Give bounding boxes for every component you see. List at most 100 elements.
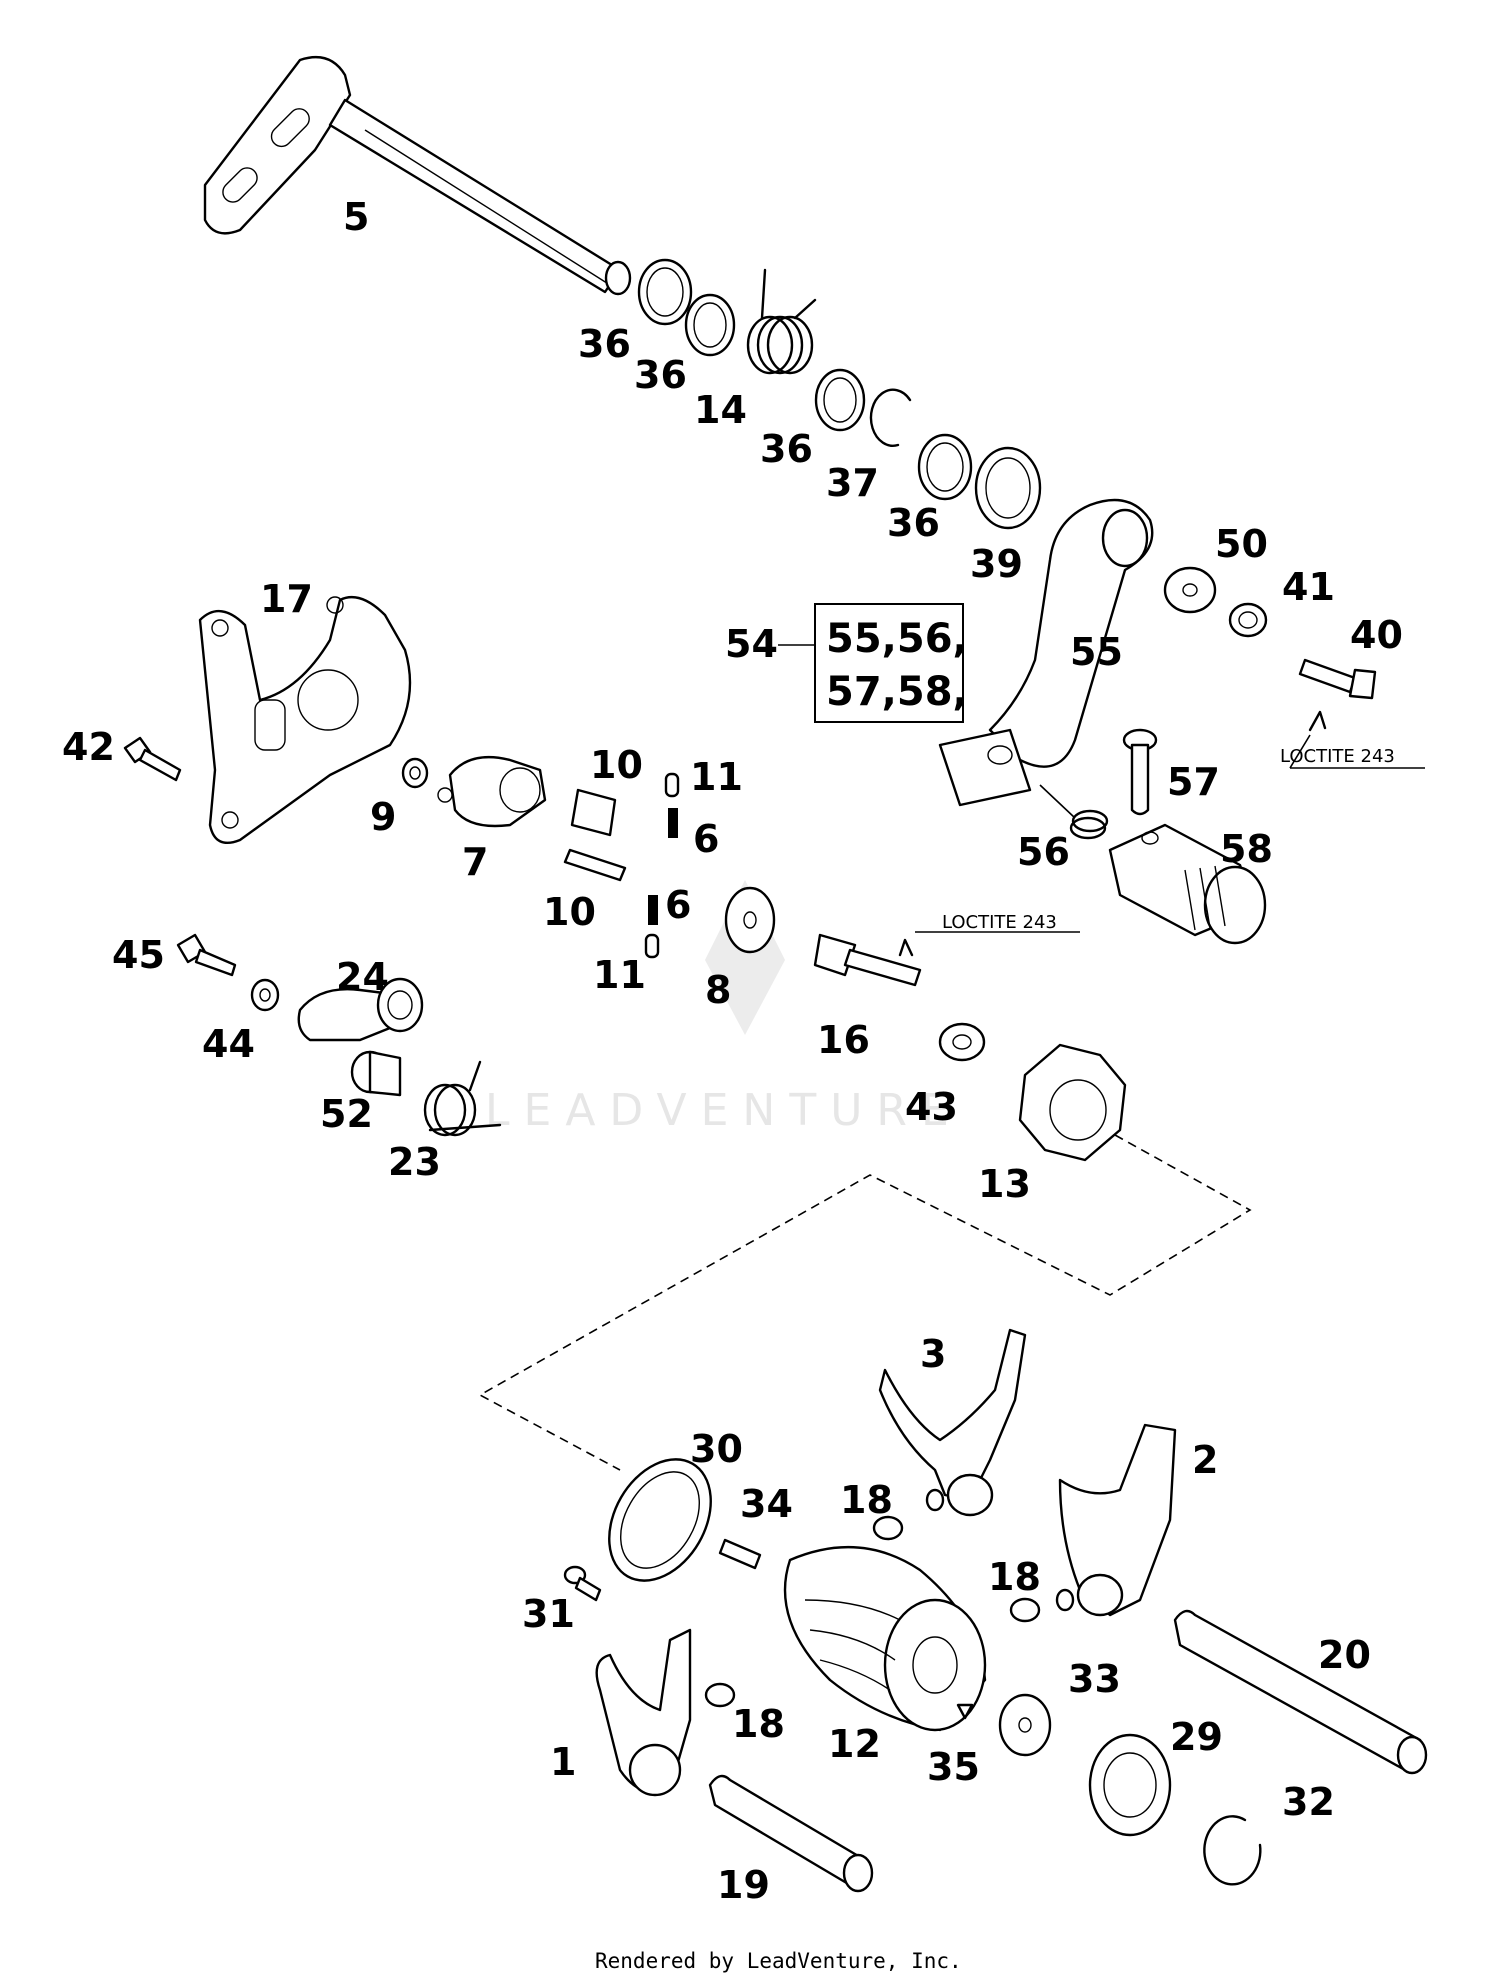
callout-29: 29 (1170, 1715, 1223, 1759)
callout-34: 34 (740, 1482, 793, 1526)
callout-17: 17 (260, 577, 313, 621)
bolt-part-42 (123, 736, 182, 782)
seal-part-39 (974, 446, 1042, 530)
callout-54: 54 (725, 622, 778, 666)
callout-8: 8 (705, 968, 731, 1012)
shift-fork-part-1 (595, 1628, 692, 1797)
callout-23: 23 (388, 1140, 441, 1184)
callout-55: 55 (1070, 630, 1123, 674)
callout-30: 30 (690, 1427, 743, 1471)
callout-31: 31 (522, 1592, 575, 1636)
spring-part-23 (423, 1060, 502, 1137)
leader-56 (1039, 784, 1076, 819)
spring-part-14 (746, 268, 817, 375)
callout-44: 44 (202, 1022, 255, 1066)
washer-part-43 (938, 1022, 986, 1062)
kit-box-line2: 57,58, (826, 669, 968, 715)
loctite-note: LOCTITE 243 (942, 912, 1057, 933)
callout-45: 45 (112, 933, 165, 977)
kit-box-part-54: 55,56, 57,58, (778, 603, 968, 723)
callout-19: 19 (717, 1863, 770, 1907)
shift-drum-part-12 (783, 1545, 987, 1732)
bearing-part-29 (1088, 1733, 1172, 1837)
callout-10: 10 (543, 890, 596, 934)
spring-part-6 (668, 808, 678, 838)
callout-40: 40 (1350, 613, 1403, 657)
callout-18: 18 (840, 1478, 893, 1522)
callout-6: 6 (665, 883, 691, 927)
stud-part-16 (813, 933, 922, 987)
callout-43: 43 (905, 1085, 958, 1129)
callout-16: 16 (817, 1018, 870, 1062)
shift-pawl-carrier-part-7 (437, 756, 547, 828)
washer-part-9 (401, 757, 429, 789)
bolt-part-45 (176, 933, 237, 977)
callout-6: 6 (693, 817, 719, 861)
kit-box-line1: 55,56, (826, 616, 968, 662)
callout-58: 58 (1220, 827, 1273, 871)
pin-part-34 (718, 1538, 762, 1570)
shaft-part-20 (1173, 1609, 1428, 1775)
shift-fork-part-2 (1055, 1423, 1177, 1617)
spring-part-56 (1069, 809, 1109, 840)
callout-11: 11 (690, 755, 743, 799)
callout-12: 12 (828, 1722, 881, 1766)
callout-39: 39 (970, 542, 1023, 586)
callout-37: 37 (826, 461, 879, 505)
callout-42: 42 (62, 725, 115, 769)
callout-7: 7 (462, 840, 488, 884)
callout-3: 3 (920, 1332, 946, 1376)
callout-11: 11 (593, 953, 646, 997)
callout-36: 36 (634, 353, 687, 397)
callout-56: 56 (1017, 830, 1070, 874)
bushing-part-52 (350, 1050, 402, 1097)
pawl-part-10 (563, 848, 627, 882)
callout-14: 14 (694, 388, 747, 432)
callout-50: 50 (1215, 522, 1268, 566)
callout-35: 35 (927, 1745, 980, 1789)
bearing-part-30 (608, 1458, 712, 1582)
shift-drum-locator-part-13 (1018, 1043, 1127, 1162)
washer-part-36 (684, 293, 736, 357)
callout-36: 36 (760, 427, 813, 471)
washer-part-44 (250, 978, 280, 1012)
washer-part-33 (998, 1693, 1052, 1757)
shift-shaft-part-5 (203, 55, 632, 296)
washer-part-8 (724, 886, 776, 954)
callout-24: 24 (336, 955, 389, 999)
washer-part-50 (1163, 566, 1217, 614)
callout-36: 36 (887, 501, 940, 545)
callout-2: 2 (1192, 1438, 1218, 1482)
pin-part-57 (1122, 728, 1158, 816)
assembly-dashed-outline (478, 1134, 1252, 1471)
shift-fork-part-3 (878, 1328, 1027, 1517)
callout-41: 41 (1282, 565, 1335, 609)
shift-lever-part-55 (938, 498, 1154, 807)
callout-20: 20 (1318, 1633, 1371, 1677)
callout-5: 5 (343, 195, 369, 239)
circlip-part-32 (1203, 1815, 1262, 1886)
roller-part-18 (872, 1515, 904, 1541)
washer-part-36 (814, 368, 866, 432)
circlip-part-37 (869, 388, 912, 447)
spring-part-6 (648, 895, 658, 925)
pedal-tip-part-58 (1108, 823, 1267, 945)
callout-13: 13 (978, 1162, 1031, 1206)
bracket-plate-part-17 (198, 595, 412, 845)
callout-57: 57 (1167, 760, 1220, 804)
footer-credit: Rendered by LeadVenture, Inc. (595, 1949, 962, 1973)
bolt-part-40 (1298, 658, 1377, 732)
callout-36: 36 (578, 322, 631, 366)
washer-part-36 (637, 258, 693, 326)
callout-9: 9 (370, 795, 396, 839)
lever-part-24 (297, 977, 424, 1042)
callout-32: 32 (1282, 1780, 1335, 1824)
pawl-part-10 (570, 788, 617, 837)
shaft-part-19 (708, 1774, 874, 1893)
washer-part-36 (917, 433, 973, 501)
callout-1: 1 (550, 1740, 576, 1784)
watermark-text: LEADVENTURE (485, 1085, 963, 1136)
callout-33: 33 (1068, 1657, 1121, 1701)
bearing-part-41 (1228, 602, 1268, 638)
callout-52: 52 (320, 1092, 373, 1136)
